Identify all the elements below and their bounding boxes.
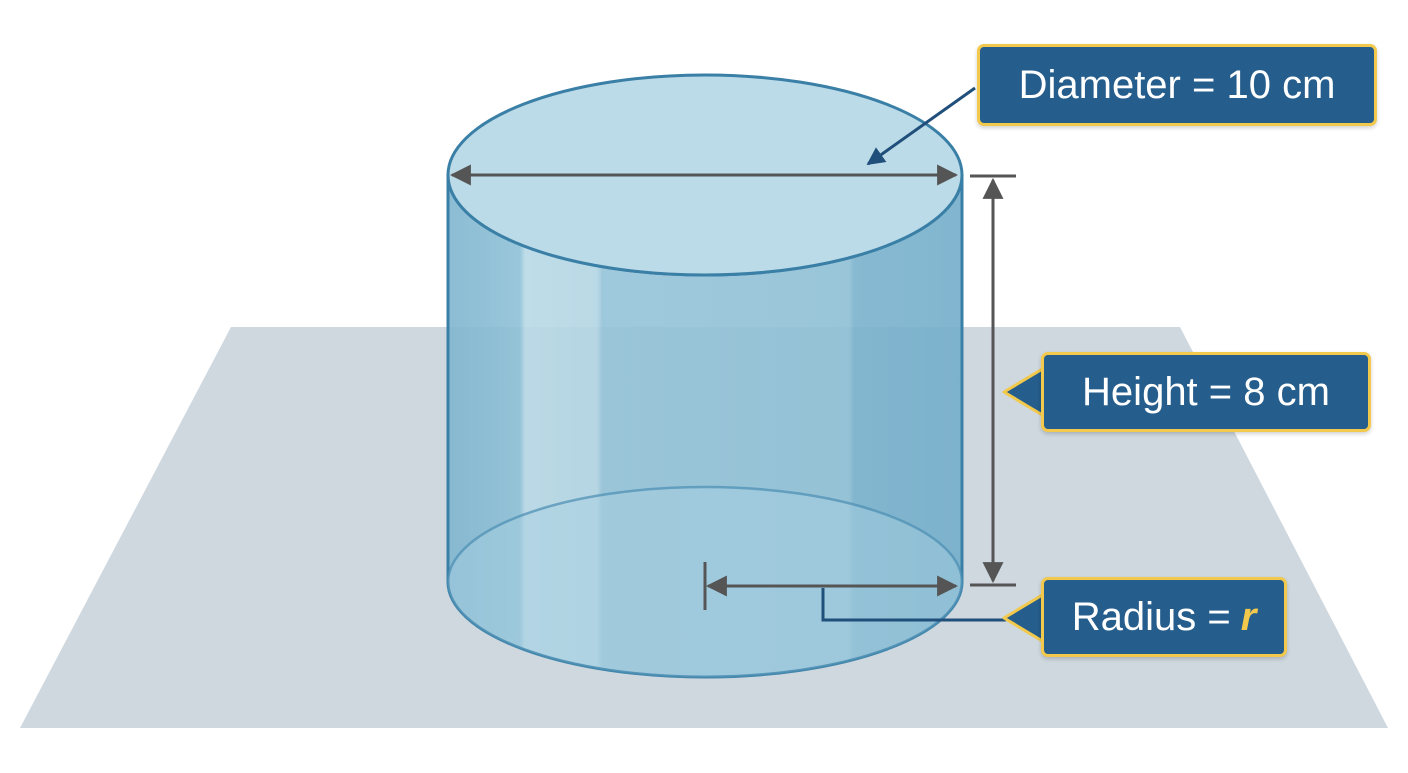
height-label: Height = 8 cm [1041, 352, 1371, 432]
diameter-label: Diameter = 10 cm [977, 44, 1377, 126]
diameter-label-text: Diameter = 10 cm [1018, 63, 1336, 107]
radius-label: Radius = r [1041, 577, 1287, 657]
diameter-pointer [866, 86, 976, 166]
radius-pointer [821, 588, 1006, 622]
height-label-text: Height = 8 cm [1082, 370, 1330, 414]
radius-label-text: Radius = [1071, 595, 1231, 639]
radius-variable: r [1240, 595, 1257, 639]
